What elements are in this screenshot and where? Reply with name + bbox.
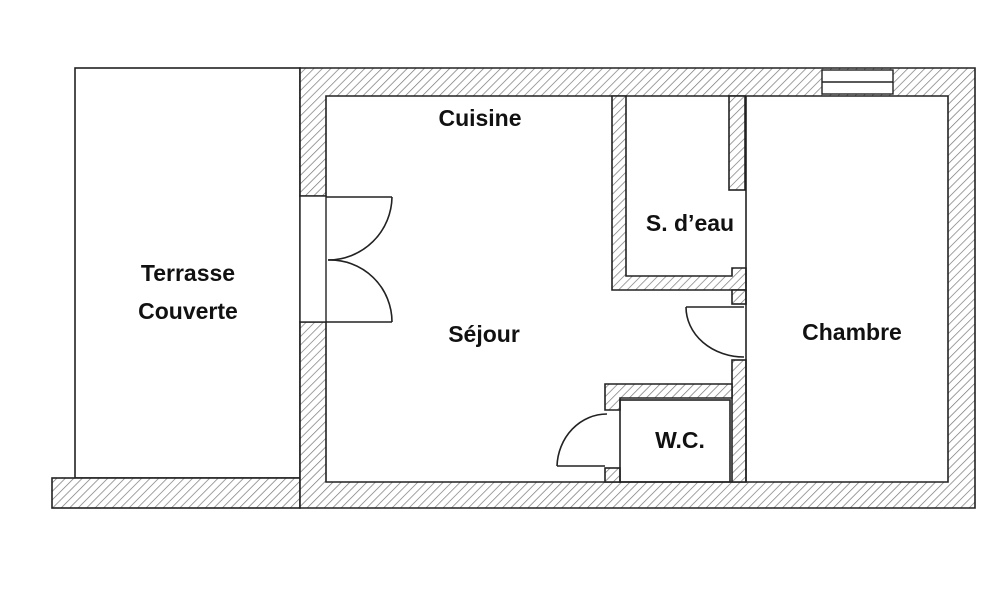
terrasse-ledge xyxy=(51,477,301,509)
entry-double-door xyxy=(299,195,393,323)
room-label-wc: W.C. xyxy=(655,427,705,453)
wc-door xyxy=(556,413,608,467)
room-label-sejour: Séjour xyxy=(448,321,520,347)
room-label-chambre: Chambre xyxy=(802,319,902,345)
room-label-couverte: Couverte xyxy=(138,298,238,324)
chambre-wall-lower xyxy=(731,359,747,483)
chambre-wall-upper xyxy=(731,289,747,305)
wc-outline xyxy=(619,399,731,483)
chambre-door xyxy=(685,306,745,358)
wc-wall-lower xyxy=(604,467,621,483)
room-label-terrasse: Terrasse xyxy=(141,260,235,286)
room-label-salle-eau: S. d’eau xyxy=(646,210,734,236)
room-label-cuisine: Cuisine xyxy=(438,105,521,131)
wc-wall xyxy=(604,383,733,411)
salle-eau-wall-right xyxy=(728,95,746,191)
salle-eau-wall xyxy=(611,95,747,291)
